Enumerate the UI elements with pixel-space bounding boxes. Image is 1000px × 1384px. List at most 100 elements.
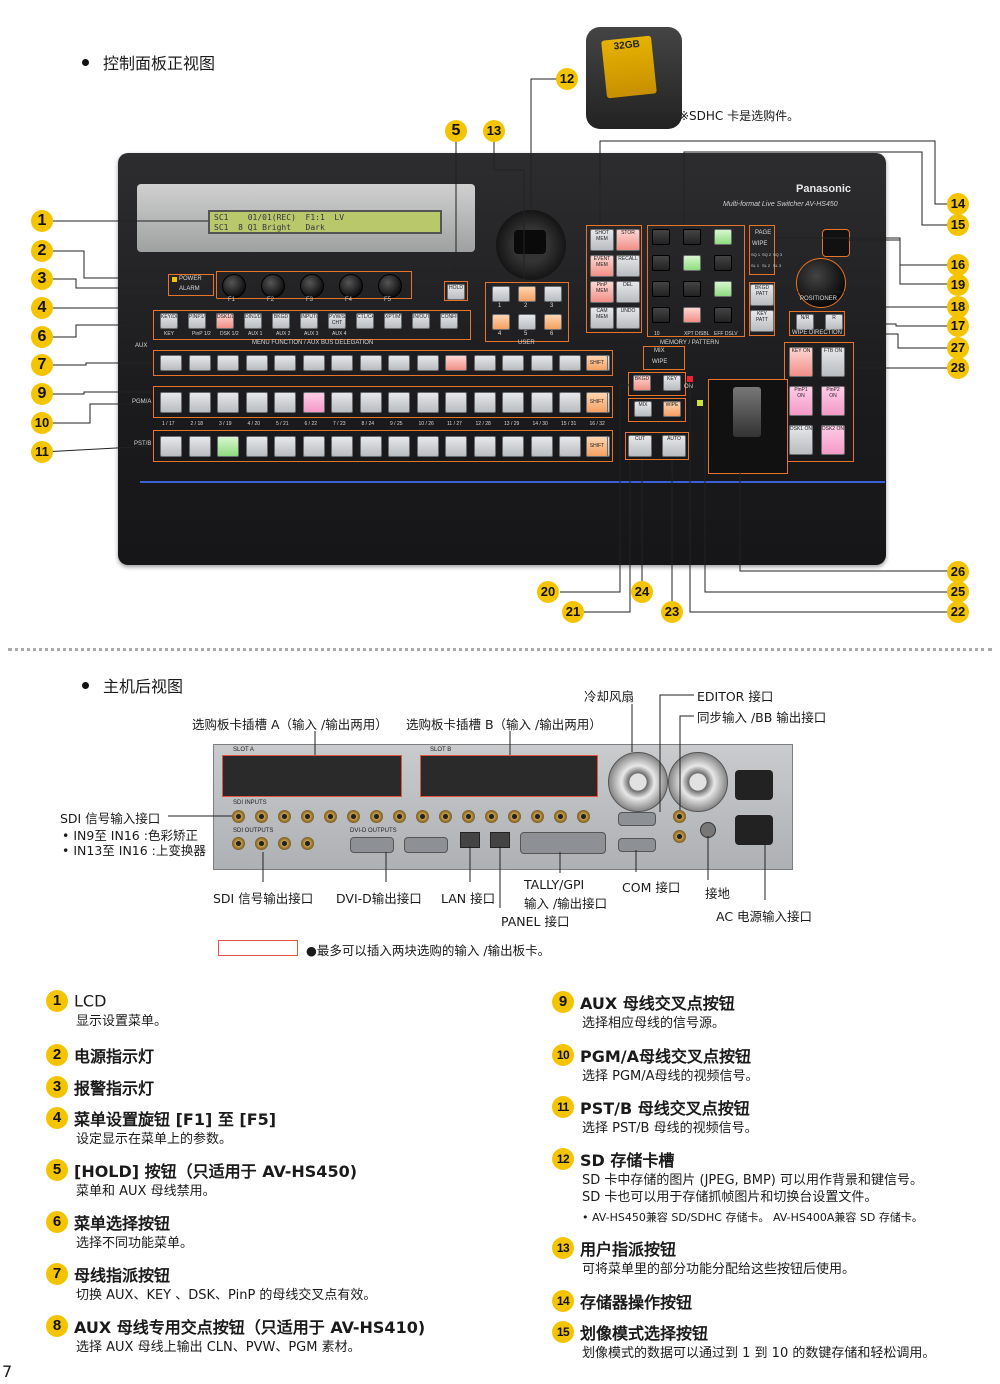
keypad-button[interactable] <box>683 281 701 297</box>
keypad-button[interactable] <box>652 255 670 271</box>
keypad-button[interactable] <box>652 281 670 297</box>
sdi-output-bnc[interactable] <box>278 837 291 850</box>
sdi-output-bnc[interactable] <box>301 837 314 850</box>
sdi-output-bnc[interactable] <box>255 837 268 850</box>
fader-lever[interactable] <box>733 387 761 437</box>
pgm-crosspoint-button[interactable] <box>388 392 410 413</box>
sdi-input-bnc[interactable] <box>232 810 245 823</box>
sdi-input-bnc[interactable] <box>370 810 383 823</box>
ac-inlet-2[interactable] <box>735 815 773 845</box>
pgm-crosspoint-button[interactable] <box>530 392 553 413</box>
pgm-crosspoint-button[interactable] <box>331 392 353 413</box>
aux-crosspoint-button[interactable] <box>188 355 211 371</box>
pgm-crosspoint-button[interactable] <box>473 392 496 413</box>
menu-select-button[interactable]: BKGD <box>272 313 290 329</box>
pst-crosspoint-button[interactable] <box>502 436 524 457</box>
menu-knob-f2[interactable] <box>261 274 285 298</box>
pst-crosspoint-button[interactable] <box>359 436 382 457</box>
sync-bnc-2[interactable] <box>673 830 686 843</box>
pgm-crosspoint-button[interactable] <box>559 392 581 413</box>
user-button-4[interactable] <box>492 314 510 330</box>
mix-button[interactable]: MIX <box>634 401 652 417</box>
pst-crosspoint-button[interactable] <box>188 436 211 457</box>
ac-inlet-1[interactable] <box>735 770 773 800</box>
pgm-crosspoint-button[interactable] <box>416 392 439 413</box>
aux-crosspoint-button[interactable] <box>388 355 410 371</box>
pst-shift-button[interactable]: SHIFT <box>586 436 608 457</box>
com-port[interactable] <box>618 838 656 852</box>
menu-select-button[interactable]: XPT/MV <box>384 313 402 329</box>
user-button-1[interactable] <box>492 286 510 302</box>
cut-button[interactable]: CUT <box>628 435 652 457</box>
menu-knob-f3[interactable] <box>300 274 324 298</box>
pst-crosspoint-button[interactable] <box>160 436 182 457</box>
dvi-port-2[interactable] <box>404 837 448 853</box>
pgm-crosspoint-button[interactable] <box>302 392 325 413</box>
pgm-crosspoint-button[interactable] <box>502 392 524 413</box>
positioner-joystick[interactable] <box>796 258 846 308</box>
keypad-button[interactable] <box>714 281 732 297</box>
memory-button[interactable]: DEL <box>616 281 640 303</box>
sdi-input-bnc[interactable] <box>439 810 452 823</box>
sdi-input-bnc[interactable] <box>554 810 567 823</box>
pgm-shift-button[interactable]: SHIFT <box>586 392 608 413</box>
aux-crosspoint-button[interactable] <box>559 355 581 371</box>
keypad-button[interactable] <box>714 229 732 245</box>
menu-select-button[interactable]: PVW/SD CHT <box>328 313 346 329</box>
menu-select-button[interactable]: CONFIG/SYS <box>440 313 458 329</box>
sdi-input-bnc[interactable] <box>462 810 475 823</box>
transition-key-button[interactable]: DSK2 ON <box>821 425 845 455</box>
pgm-crosspoint-button[interactable] <box>274 392 296 413</box>
sdi-input-bnc[interactable] <box>347 810 360 823</box>
aux-crosspoint-button[interactable] <box>473 355 496 371</box>
keypad-button[interactable] <box>683 307 701 323</box>
sdi-input-bnc[interactable] <box>324 810 337 823</box>
nr-button[interactable]: N/R <box>796 314 814 330</box>
bkgd-button[interactable]: BKGD <box>633 375 651 391</box>
keypad-button[interactable] <box>714 255 732 271</box>
option-slot-b[interactable] <box>420 755 598 797</box>
sdi-input-bnc[interactable] <box>416 810 429 823</box>
pst-crosspoint-button[interactable] <box>245 436 268 457</box>
memory-button[interactable]: EVENT MEM <box>590 255 614 277</box>
aux-crosspoint-button[interactable] <box>502 355 524 371</box>
pst-crosspoint-button[interactable] <box>274 436 296 457</box>
transition-key-button[interactable]: PinP1 ON <box>789 386 813 416</box>
user-button-3[interactable] <box>544 286 562 302</box>
pst-crosspoint-button[interactable] <box>388 436 410 457</box>
hold-button[interactable]: HOLD <box>447 284 465 300</box>
aux-crosspoint-button[interactable] <box>445 355 467 371</box>
auto-button[interactable]: AUTO <box>662 435 686 457</box>
memory-button[interactable]: CAM MEM <box>590 307 614 329</box>
pst-crosspoint-button[interactable] <box>559 436 581 457</box>
pgm-crosspoint-button[interactable] <box>245 392 268 413</box>
sdi-input-bnc[interactable] <box>531 810 544 823</box>
menu-select-button[interactable]: IN/OUT <box>412 313 430 329</box>
sd-card-slot[interactable] <box>514 230 546 254</box>
keypad-button[interactable] <box>652 229 670 245</box>
aux-crosspoint-button[interactable] <box>416 355 439 371</box>
sdi-output-bnc[interactable] <box>232 837 245 850</box>
keypad-button[interactable] <box>683 255 701 271</box>
pst-crosspoint-button[interactable] <box>217 436 239 457</box>
pst-crosspoint-button[interactable] <box>331 436 353 457</box>
transition-key-button[interactable]: DSK1 ON <box>789 425 813 455</box>
sdi-input-bnc[interactable] <box>508 810 521 823</box>
pgm-crosspoint-button[interactable] <box>359 392 382 413</box>
aux-crosspoint-button[interactable] <box>530 355 553 371</box>
keypad-button[interactable] <box>683 229 701 245</box>
pst-crosspoint-button[interactable] <box>473 436 496 457</box>
menu-select-button[interactable]: DIN1/DIN2 <box>244 313 262 329</box>
dvi-port-1[interactable] <box>350 837 394 853</box>
aux-crosspoint-button[interactable] <box>274 355 296 371</box>
sdi-input-bnc[interactable] <box>255 810 268 823</box>
key-button[interactable]: KEY <box>663 375 681 391</box>
aux-shift-button[interactable]: SHIFT <box>586 355 608 371</box>
bkgd-patt-button[interactable]: BKGD PATT <box>750 284 774 306</box>
menu-knob-f1[interactable] <box>222 274 246 298</box>
pst-crosspoint-button[interactable] <box>302 436 325 457</box>
menu-select-button[interactable]: DSK1/DSK2 <box>216 313 234 329</box>
menu-select-button[interactable]: CTL/CAM <box>356 313 374 329</box>
pgm-crosspoint-button[interactable] <box>445 392 467 413</box>
